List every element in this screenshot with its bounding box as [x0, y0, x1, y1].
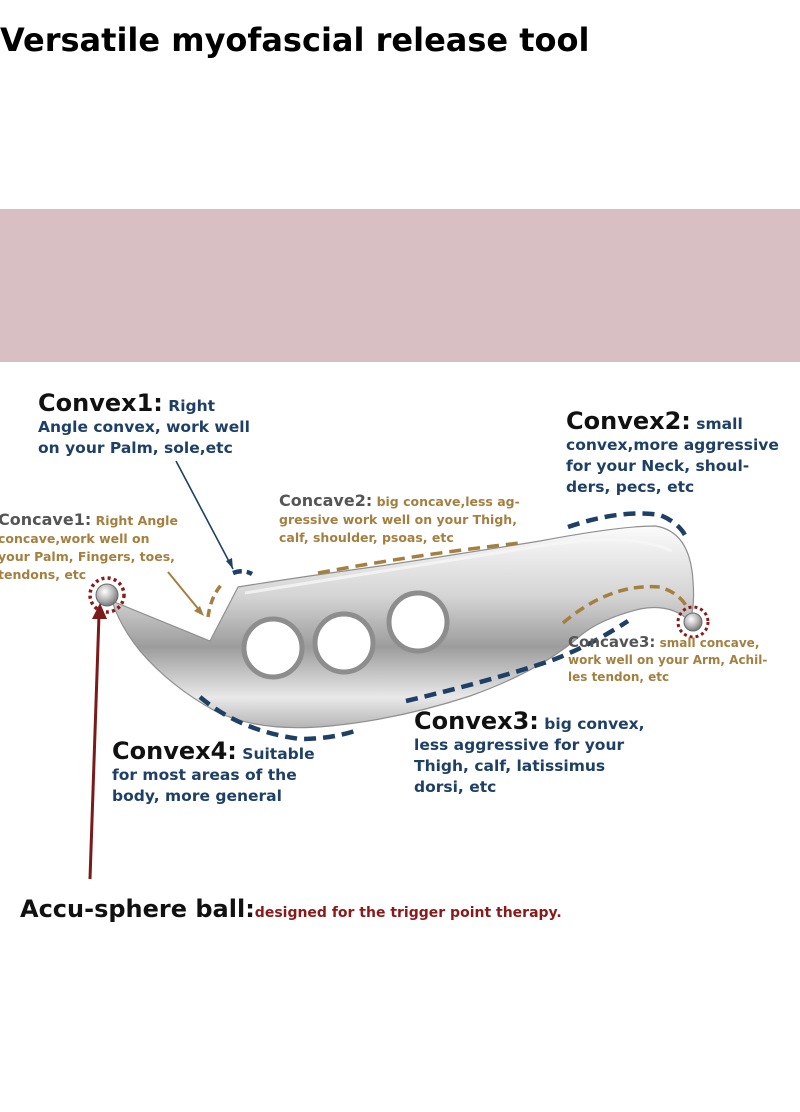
convex2-desc-2: convex,more aggressive: [566, 436, 779, 455]
convex4-desc-1: Suitable: [242, 745, 315, 764]
concave1-pointer: [167, 571, 201, 613]
convex4-marker: [198, 695, 356, 742]
concave3-name: Concave3:: [568, 633, 656, 652]
concave3-marker: [561, 585, 690, 625]
concave1-desc-3: your Palm, Fingers, toes,: [0, 549, 175, 565]
tool-illustration: [88, 461, 710, 880]
convex3-name: Convex3:: [414, 707, 539, 736]
convex4-label: Convex4: Suitable for most areas of the …: [112, 739, 315, 807]
concave2-desc-3: calf, shoulder, psoas, etc: [279, 530, 454, 546]
page-title: Versatile myofascial release tool: [0, 21, 590, 60]
accu-sphere-name: Accu-sphere ball:: [20, 895, 255, 924]
concave3-desc-2: work well on your Arm, Achil-: [568, 653, 768, 668]
title-banner: [0, 209, 800, 363]
concave2-marker: [317, 541, 521, 576]
accu-sphere-label: Accu-sphere ball:designed for the trigge…: [20, 895, 562, 923]
trigger-ring-right: [676, 605, 710, 639]
convex2-label: Convex2: small convex,more aggressive fo…: [566, 409, 779, 498]
concave2-label: Concave2: big concave,less ag- gressive …: [279, 492, 520, 547]
convex3-desc-4: dorsi, etc: [414, 778, 497, 797]
concave3-desc-3: les tendon, etc: [568, 670, 670, 685]
convex3-desc-2: less aggressive for your: [414, 736, 625, 755]
concave3-desc-1: small concave,: [659, 636, 760, 651]
convex2-marker: [567, 511, 690, 541]
convex2-name: Convex2:: [566, 407, 691, 436]
concave1-name: Concave1:: [0, 510, 92, 530]
concave1-marker: [206, 583, 224, 618]
convex1-desc-1: Right: [168, 397, 216, 416]
tool-hole-3: [386, 590, 450, 654]
concave3-label: Concave3: small concave, work well on yo…: [568, 634, 767, 686]
convex4-desc-2: for most areas of the: [112, 766, 297, 785]
convex1-pointer: [175, 461, 234, 570]
convex1-label: Convex1: Right Angle convex, work well o…: [38, 391, 250, 459]
convex1-name: Convex1:: [38, 389, 163, 418]
concave1-desc-4: tendons, etc: [0, 567, 87, 583]
concave1-desc-2: concave,work well on: [0, 531, 150, 547]
concave1-desc-1: Right Angle: [95, 513, 178, 529]
concave2-name: Concave2:: [279, 491, 373, 511]
accu-sphere-ball-left: [95, 583, 119, 607]
tool-hole-2: [312, 611, 376, 675]
concave1-label: Concave1: Right Angle concave,work well …: [0, 511, 178, 584]
concave2-desc-2: gressive work well on your Thigh,: [279, 512, 517, 528]
accu-pointer: [88, 615, 101, 880]
convex2-desc-1: small: [696, 415, 743, 434]
convex3-desc-3: Thigh, calf, latissimus: [414, 757, 606, 776]
convex4-name: Convex4:: [112, 737, 237, 766]
convex4-desc-3: body, more general: [112, 787, 282, 806]
convex3-label: Convex3: big convex, less aggressive for…: [414, 709, 645, 798]
accu-sphere-ball-right: [683, 612, 703, 632]
trigger-ring-left: [88, 576, 126, 615]
convex1-marker: [232, 569, 254, 577]
convex1-desc-2: Angle convex, work well: [38, 418, 250, 437]
convex3-desc-1: big convex,: [544, 715, 645, 734]
accu-sphere-desc: designed for the trigger point therapy.: [254, 905, 562, 922]
convex2-desc-3: for your Neck, shoul-: [566, 457, 750, 476]
convex3-marker: [405, 619, 630, 704]
tool-hole-1: [241, 616, 305, 680]
concave2-desc-1: big concave,less ag-: [376, 494, 520, 510]
convex1-desc-3: on your Palm, sole,etc: [38, 439, 233, 458]
convex2-desc-4: ders, pecs, etc: [566, 478, 695, 497]
